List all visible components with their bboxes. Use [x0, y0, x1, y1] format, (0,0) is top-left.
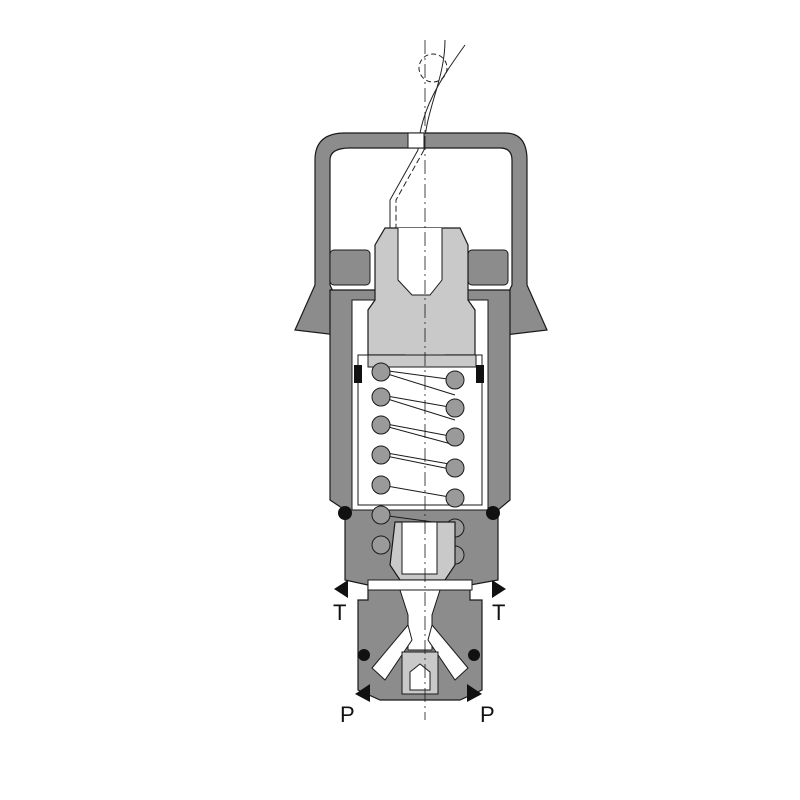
port-label-p-right: P	[480, 702, 495, 727]
o-rings	[338, 365, 500, 661]
protective-cap	[294, 132, 548, 336]
port-label-t-right: T	[492, 600, 505, 625]
p-right-arrow	[467, 684, 482, 702]
port-label-p-left: P	[340, 702, 355, 727]
lock-nut-right	[467, 249, 509, 286]
spring	[380, 369, 456, 526]
port-label-t-left: T	[333, 600, 346, 625]
t-right-arrow	[492, 580, 506, 598]
p-left-arrow	[355, 684, 370, 702]
t-left-arrow	[334, 580, 348, 598]
lock-nut-left	[329, 249, 371, 286]
